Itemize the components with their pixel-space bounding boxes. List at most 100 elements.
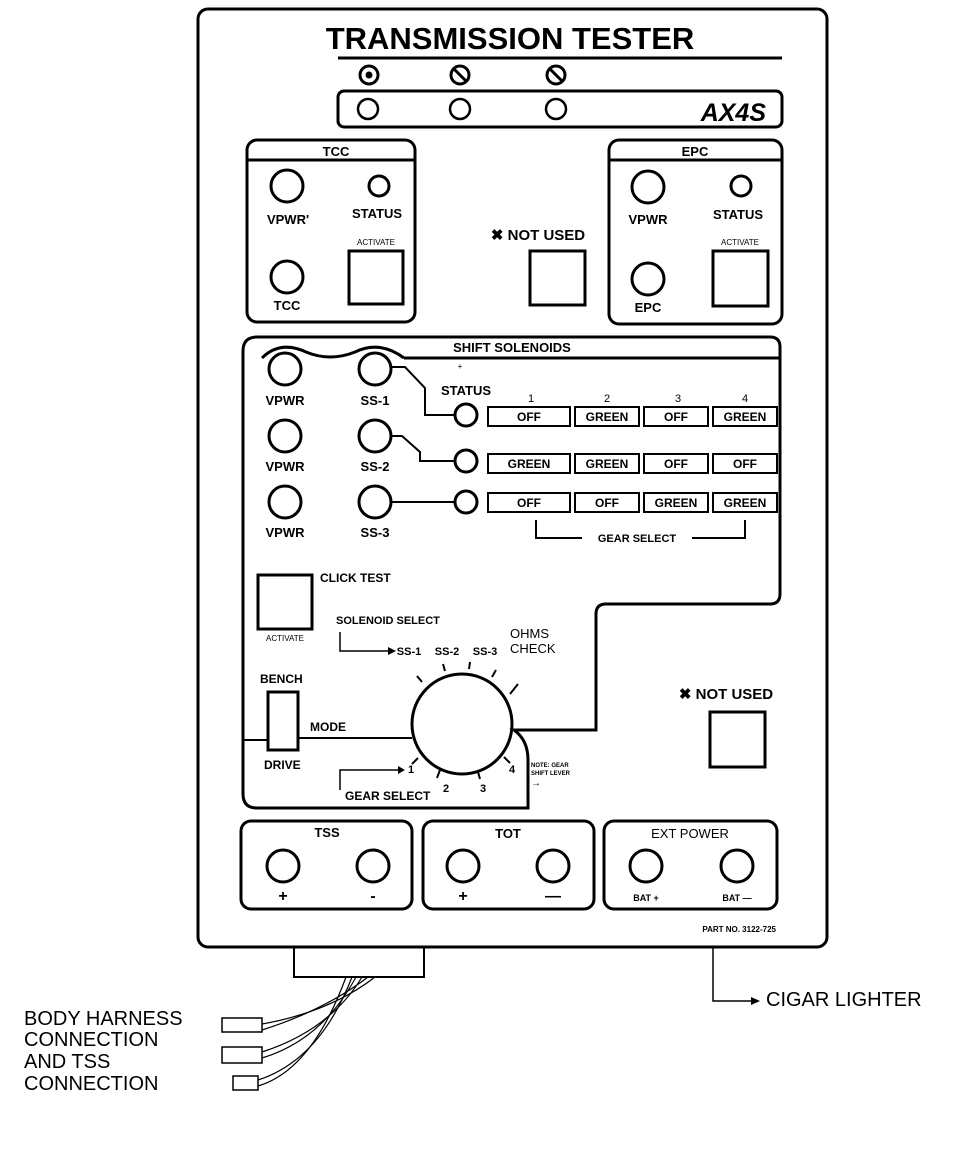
knob-note-arrow: → bbox=[531, 778, 541, 789]
svg-text:+: + bbox=[458, 362, 463, 371]
knob-gear-4: 4 bbox=[509, 764, 516, 776]
model-label: AX4S bbox=[700, 99, 767, 127]
shift-gear-select-label: GEAR SELECT bbox=[598, 533, 677, 545]
gear-number-2: 2 bbox=[604, 393, 610, 405]
solenoid-pos-ss3: SS-3 bbox=[473, 646, 497, 658]
epc-vpwr-label: VPWR bbox=[629, 212, 669, 227]
ss-3-jack[interactable] bbox=[357, 484, 393, 520]
tcc-header: TCC bbox=[323, 144, 350, 159]
tss-minus-jack[interactable] bbox=[355, 848, 391, 884]
knob-gear-3: 3 bbox=[480, 783, 486, 795]
solenoid-row-1: VPWR SS-1 OFF GREEN OFF GREEN bbox=[266, 351, 778, 428]
tcc-vpwr-jack[interactable] bbox=[269, 168, 305, 204]
tcc-status-label: STATUS bbox=[352, 206, 402, 221]
tot-minus-jack[interactable] bbox=[535, 848, 571, 884]
indicator-symbols bbox=[358, 64, 567, 86]
not-used-label-top: ✖ NOT USED bbox=[491, 227, 585, 244]
epc-jack-label: EPC bbox=[635, 300, 662, 315]
bat-minus-label: BAT — bbox=[722, 893, 751, 903]
ext-power-header: EXT POWER bbox=[651, 826, 729, 841]
ss-1-gear-4: GREEN bbox=[724, 410, 767, 424]
knob-ticks bbox=[411, 661, 519, 780]
epc-header: EPC bbox=[682, 144, 709, 159]
tcc-status-led bbox=[367, 174, 391, 198]
bat-minus-jack[interactable] bbox=[719, 848, 755, 884]
led-bar bbox=[336, 89, 784, 129]
gear-number-3: 3 bbox=[675, 393, 681, 405]
vpwr-jack-3[interactable] bbox=[267, 484, 303, 520]
ss-2-gear-1: GREEN bbox=[508, 457, 551, 471]
ss-1-gear-1: OFF bbox=[517, 410, 541, 424]
tot-plus-jack[interactable] bbox=[445, 848, 481, 884]
bat-plus-jack[interactable] bbox=[628, 848, 664, 884]
ss-3-status-led bbox=[453, 489, 479, 515]
solenoid-row-3: VPWR SS-3 OFF OFF GREEN GREEN bbox=[266, 484, 778, 540]
bench-label: BENCH bbox=[260, 672, 303, 686]
ss-2-gear-4: OFF bbox=[733, 457, 757, 471]
not-used-button-right[interactable] bbox=[708, 710, 767, 769]
ss-2-gear-3: OFF bbox=[664, 457, 688, 471]
ss-1-jack[interactable] bbox=[357, 351, 393, 387]
ss-1-gear-2: GREEN bbox=[586, 410, 629, 424]
ohms-check-line2: CHECK bbox=[510, 641, 556, 656]
ss-3-label: SS-3 bbox=[361, 525, 390, 540]
ss-1-status-led bbox=[453, 402, 479, 428]
led-2 bbox=[448, 97, 472, 121]
not-used-button-top[interactable] bbox=[528, 249, 587, 307]
harness-plug-2 bbox=[221, 1046, 263, 1064]
click-test-button[interactable] bbox=[256, 573, 314, 631]
tot-minus-label: — bbox=[545, 888, 561, 905]
tss-plus-label: + bbox=[278, 888, 287, 905]
drive-label: DRIVE bbox=[264, 758, 301, 772]
mode-switch[interactable] bbox=[266, 690, 300, 752]
knob-note-line1: NOTE: GEAR bbox=[531, 763, 569, 769]
shift-status-label: STATUS bbox=[441, 383, 491, 398]
gear-number-1: 1 bbox=[528, 393, 534, 405]
epc-jack[interactable] bbox=[630, 261, 666, 297]
harness-wires bbox=[257, 976, 376, 1087]
solenoid-select-label: SOLENOID SELECT bbox=[336, 615, 440, 627]
shift-solenoids-panel bbox=[241, 335, 782, 810]
vpwr-jack-2[interactable] bbox=[267, 418, 303, 454]
epc-activate-button[interactable] bbox=[711, 249, 770, 308]
epc-vpwr-jack[interactable] bbox=[630, 169, 666, 205]
harness-connector bbox=[293, 946, 425, 978]
epc-status-led bbox=[729, 174, 753, 198]
tcc-vpwr-label: VPWR' bbox=[267, 212, 309, 227]
knob-gear-select-label: GEAR SELECT bbox=[345, 789, 431, 803]
ext-power-panel: EXT POWER BAT + BAT — bbox=[602, 819, 779, 911]
tot-panel: TOT + — bbox=[421, 819, 596, 911]
tss-minus-label: - bbox=[370, 888, 375, 905]
ss-1-label: SS-1 bbox=[361, 393, 390, 408]
ss-2-status-led bbox=[453, 448, 479, 474]
gear-number-4: 4 bbox=[742, 393, 748, 405]
selector-knob[interactable] bbox=[410, 672, 514, 776]
harness-label-line3: AND TSS bbox=[24, 1051, 110, 1073]
ss-1-gear-3: OFF bbox=[664, 410, 688, 424]
tss-plus-jack[interactable] bbox=[265, 848, 301, 884]
knob-gear-2: 2 bbox=[443, 783, 449, 795]
mode-label: MODE bbox=[310, 720, 346, 734]
tcc-jack[interactable] bbox=[269, 259, 305, 295]
bat-plus-label: BAT + bbox=[633, 893, 659, 903]
solenoid-pos-ss2: SS-2 bbox=[435, 646, 459, 658]
vpwr-label-3: VPWR bbox=[266, 525, 306, 540]
tcc-panel: TCC VPWR' STATUS ACTIVATE TCC bbox=[245, 138, 417, 324]
ss-3-gear-1: OFF bbox=[517, 496, 541, 510]
tcc-activate-button[interactable] bbox=[347, 249, 405, 306]
harness-plug-1 bbox=[221, 1017, 263, 1033]
tester-body bbox=[196, 7, 829, 949]
cigar-lighter-label: CIGAR LIGHTER bbox=[766, 989, 922, 1011]
led-1 bbox=[356, 97, 380, 121]
harness-plug-3 bbox=[232, 1075, 259, 1091]
epc-panel: EPC VPWR STATUS ACTIVATE EPC bbox=[607, 138, 784, 326]
tcc-jack-label: TCC bbox=[274, 298, 301, 313]
vpwr-jack-1[interactable] bbox=[267, 351, 303, 387]
tot-header: TOT bbox=[495, 826, 521, 841]
epc-status-label: STATUS bbox=[713, 207, 763, 222]
epc-activate-label: ACTIVATE bbox=[721, 238, 759, 247]
ss-2-jack[interactable] bbox=[357, 418, 393, 454]
knob-gear-1: 1 bbox=[408, 764, 414, 776]
tot-plus-label: + bbox=[458, 888, 467, 905]
